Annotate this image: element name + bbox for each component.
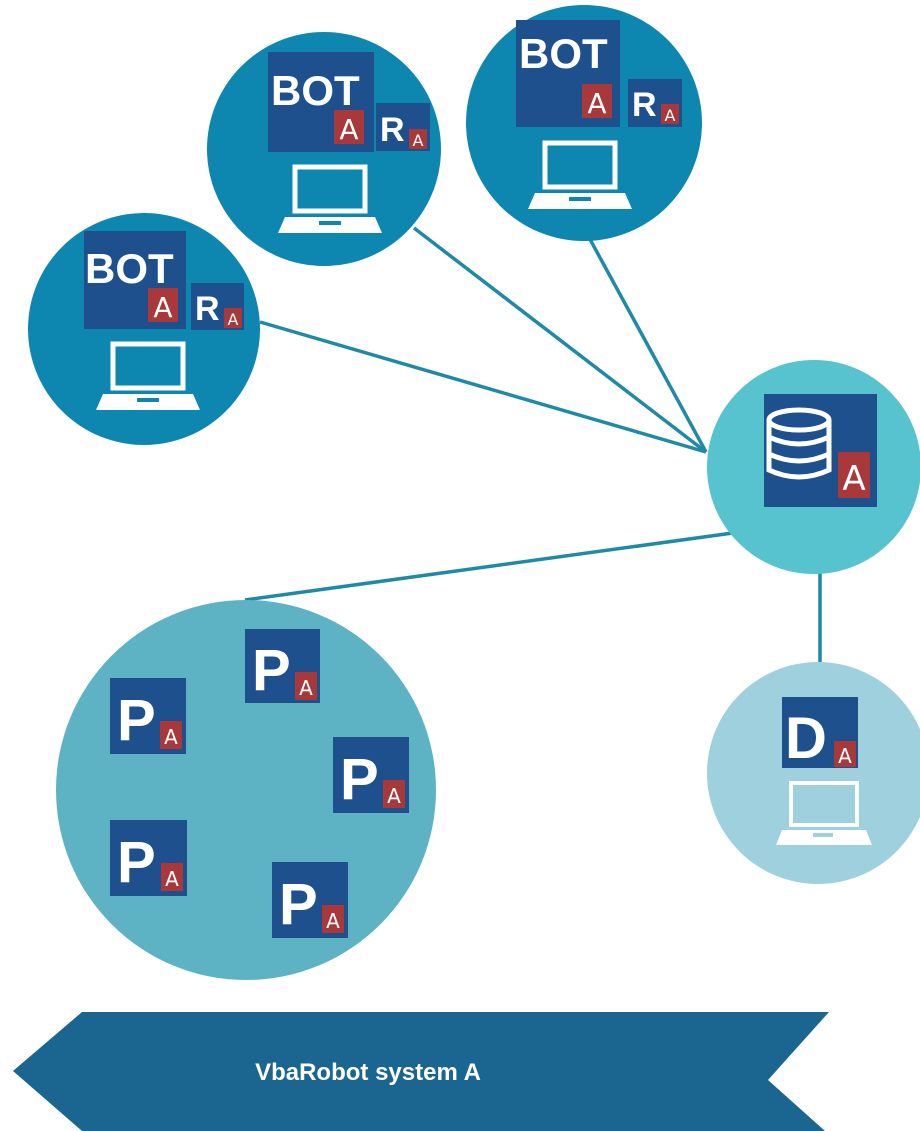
process-letter: P: [340, 747, 379, 812]
system-badge: [148, 288, 178, 322]
process-tile: P A: [333, 737, 409, 813]
developer-sub-badge: [834, 741, 856, 767]
role-sub-letter: A: [228, 310, 239, 329]
bot-node-2[interactable]: BOT A R A: [207, 32, 441, 266]
bot-label: BOT: [85, 245, 174, 292]
process-sub-letter: A: [387, 784, 401, 808]
system-badge: [582, 84, 612, 118]
process-letter: P: [117, 688, 156, 753]
system-badge: [838, 452, 870, 498]
role-sub-badge: [409, 129, 427, 149]
link-bot2-db: [412, 226, 708, 454]
role-sub-badge: [661, 104, 679, 124]
laptop-icon: [528, 140, 632, 209]
role-sub-badge: [224, 308, 242, 328]
role-sub-letter: A: [413, 131, 424, 150]
bot-node-3[interactable]: BOT A R A: [466, 5, 702, 241]
banner-label: VbaRobot system A: [255, 1059, 481, 1086]
system-badge-letter: A: [339, 113, 358, 146]
link-bot1-db: [259, 320, 707, 454]
process-letter: P: [252, 638, 291, 703]
database-icon: [766, 407, 832, 480]
banner-arrow-shape: [13, 1012, 829, 1131]
developer-sub-letter: A: [838, 744, 852, 768]
developer-node-circle: [707, 662, 920, 884]
system-badge-letter: A: [842, 459, 865, 499]
process-tile: P A: [110, 678, 186, 754]
process-letter: P: [279, 872, 318, 937]
process-node[interactable]: P A P A P A P A P A: [56, 600, 436, 980]
process-tile: P A: [272, 862, 348, 938]
process-tile: P A: [245, 629, 320, 703]
link-process-db: [244, 530, 741, 602]
laptop-icon: [96, 341, 200, 410]
role-letter: R: [632, 86, 657, 124]
laptop-icon: [776, 781, 872, 845]
process-sub-letter: A: [326, 909, 340, 933]
system-banner: VbaRobot system A: [13, 1012, 829, 1131]
laptop-icon: [278, 164, 382, 233]
bot-node-1[interactable]: BOT A R A: [28, 213, 260, 445]
process-sub-letter: A: [165, 867, 179, 891]
process-letter: P: [117, 830, 156, 895]
system-badge: [334, 110, 364, 144]
developer-letter: D: [785, 706, 827, 771]
system-badge-letter: A: [153, 291, 172, 324]
role-letter: R: [195, 290, 220, 328]
bot-label: BOT: [519, 30, 608, 77]
bot-label: BOT: [271, 67, 360, 114]
process-tile: P A: [110, 820, 187, 896]
link-bot3-db: [584, 231, 708, 453]
role-letter: R: [380, 111, 405, 149]
process-sub-letter: A: [299, 676, 313, 700]
role-sub-letter: A: [665, 106, 676, 125]
database-node[interactable]: A: [707, 360, 920, 574]
system-badge-letter: A: [587, 87, 606, 120]
process-sub-letter: A: [164, 725, 178, 749]
connections: [244, 226, 822, 662]
developer-node[interactable]: D A: [707, 662, 920, 884]
